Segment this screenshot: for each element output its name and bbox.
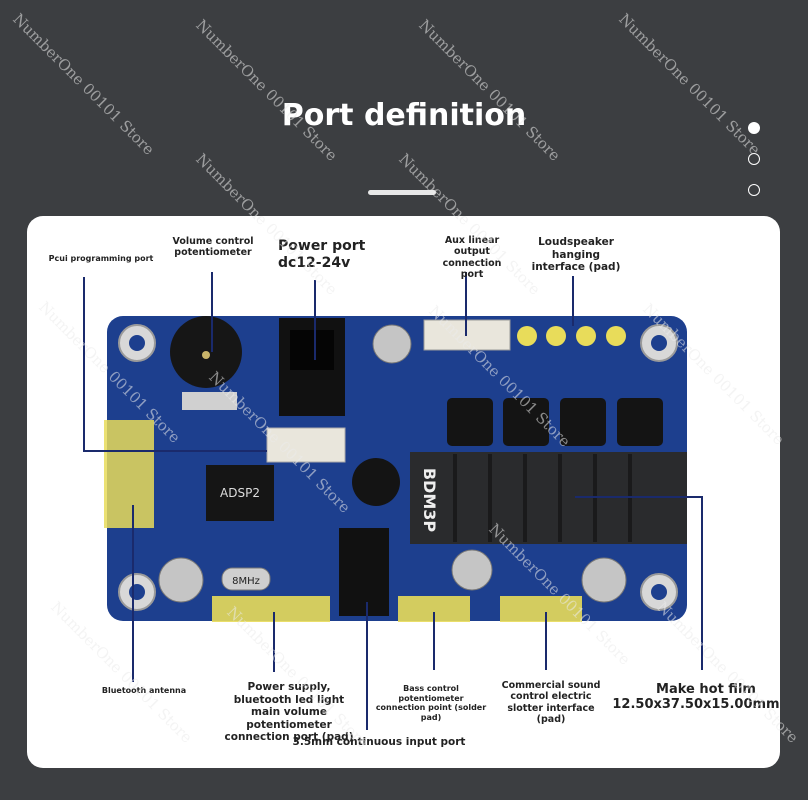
carousel-dot-3[interactable] — [748, 184, 760, 196]
page-title: Port definition — [281, 98, 527, 133]
label-bass: Bass control potentiometer connection po… — [375, 684, 487, 722]
capacitor — [158, 557, 204, 603]
chip-label: ADSP2 — [220, 486, 260, 500]
label-pcui-port: Pcui programming port — [48, 254, 154, 263]
inductor — [352, 398, 663, 506]
module-label: BDM3P — [420, 468, 439, 533]
label-power-port: Power port dc12-24v — [278, 238, 366, 271]
pcb-board — [107, 316, 687, 621]
label-input-35: 3.5mm continuous input port — [292, 736, 466, 748]
capacitor — [372, 324, 412, 364]
label-volume-pot: Volume control potentiometer — [172, 236, 254, 259]
commercial-pads — [500, 596, 582, 622]
capacitor — [581, 557, 627, 603]
bluetooth-antenna — [104, 420, 154, 528]
label-hot-film-size: 12.50x37.50x15.00mm — [612, 697, 780, 712]
label-bluetooth-antenna: Bluetooth antenna — [101, 686, 187, 695]
power-supply-pads — [212, 596, 330, 622]
speaker-pad — [517, 326, 626, 346]
label-hot-film-title: Make hot film — [656, 682, 756, 697]
leader-lines — [83, 272, 703, 730]
label-speaker-pad: Loudspeaker hanging interface (pad) — [531, 236, 621, 274]
crystal-label: 8MHz — [232, 576, 260, 587]
title-underline — [368, 190, 436, 195]
dsp-chip — [206, 465, 274, 521]
crystal — [221, 567, 271, 591]
capacitor — [451, 549, 493, 591]
label-aux-port: Aux linear output connection port — [442, 235, 502, 281]
carousel-dot-2[interactable] — [748, 153, 760, 165]
carousel-dot-1[interactable] — [748, 122, 760, 134]
audio-jack — [339, 528, 389, 616]
label-commercial: Commercial sound control electric slotte… — [501, 680, 601, 726]
pcui-connector — [266, 427, 346, 463]
label-power-supply: Power supply, bluetooth led light main v… — [224, 681, 354, 744]
